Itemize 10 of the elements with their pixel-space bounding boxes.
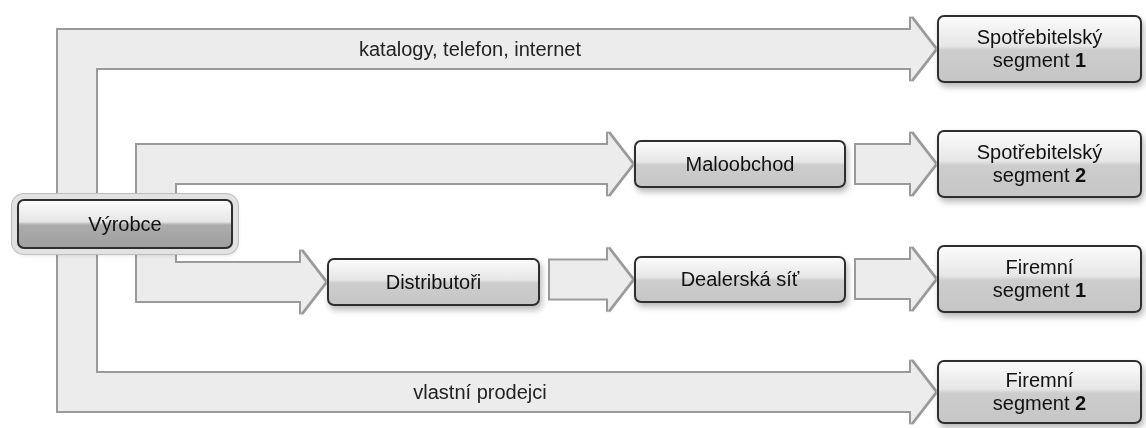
process-box: Spotřebitelský segment 2 <box>937 130 1142 198</box>
block-arrow <box>137 250 325 313</box>
process-box: Maloobchod <box>634 140 846 188</box>
process-box: Dealerská síť <box>634 256 846 303</box>
block-arrow <box>856 133 935 195</box>
process-box: Spotřebitelský segment 1 <box>937 15 1142 83</box>
process-box: Firemní segment 1 <box>937 245 1142 313</box>
process-box: Firemní segment 2 <box>937 360 1142 424</box>
block-arrow <box>856 248 935 310</box>
process-box: Distributoři <box>327 258 540 306</box>
